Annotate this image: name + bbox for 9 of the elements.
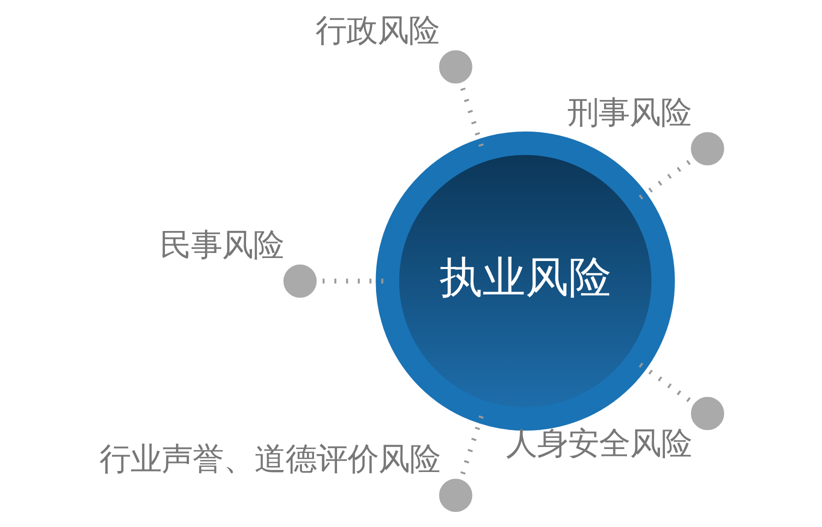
node-circle [690,396,724,430]
node-circle [438,50,472,84]
node-label: 行业声誉、道德评价风险 [98,442,440,478]
node-label: 刑事风险 [566,94,691,131]
node-circle [438,478,472,512]
node-label: 行政风险 [314,13,439,50]
node-circle [282,264,316,298]
node-circle [690,132,724,166]
node-label: 民事风险 [159,227,284,264]
